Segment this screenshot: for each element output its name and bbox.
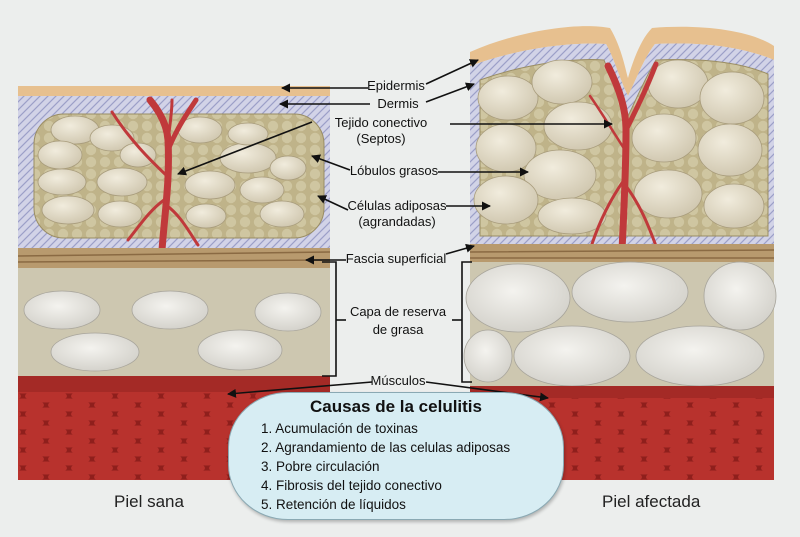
cause-item: 1. Acumulación de toxinas [261, 421, 418, 436]
cause-item: 3. Pobre circulación [261, 459, 380, 474]
healthy-epidermis [18, 86, 330, 96]
label-connective-tissue: Tejido conectivo [334, 115, 428, 130]
label-muscles: Músculos [370, 373, 426, 388]
label-fat-cells-enlarged: (agrandadas) [358, 214, 436, 229]
label-epidermis: Epidermis [367, 78, 425, 93]
affected-fat-cells [473, 59, 765, 235]
cause-item: 4. Fibrosis del tejido conectivo [261, 478, 442, 493]
causes-box: Causas de la celulitis 1. Acumulación de… [228, 392, 564, 520]
healthy-fat-cells [37, 115, 307, 229]
affected-epidermis [470, 26, 774, 97]
label-fat-reserve: Capa de reserva [349, 304, 447, 319]
affected-skin-panel [463, 26, 777, 480]
healthy-skin-panel [17, 86, 331, 480]
healthy-superficial-fascia [18, 248, 330, 268]
label-superficial-fascia: Fascia superficial [345, 251, 447, 266]
label-fat-reserve-2: de grasa [372, 322, 424, 337]
healthy-septa [110, 96, 200, 254]
affected-superficial-fascia [470, 244, 774, 262]
label-septa: (Septos) [356, 131, 406, 146]
leader-lines [177, 59, 613, 402]
affected-septa [588, 61, 659, 254]
label-fat-cells: Células adiposas [347, 198, 447, 213]
cause-item: 5. Retención de líquidos [261, 497, 406, 512]
healthy-muscle-top [18, 376, 330, 392]
caption-healthy-skin: Piel sana [114, 492, 184, 511]
caption-affected-skin: Piel afectada [602, 492, 701, 511]
affected-reserve-cells [463, 261, 777, 387]
healthy-reserve-cells [23, 290, 322, 372]
label-fat-lobules: Lóbulos grasos [349, 163, 439, 178]
cause-item: 2. Agrandamiento de las celulas adiposas [261, 440, 511, 455]
causes-title: Causas de la celulitis [310, 397, 482, 416]
causes-list: 1. Acumulación de toxinas 2. Agrandamien… [261, 419, 510, 514]
label-dermis: Dermis [377, 96, 419, 111]
